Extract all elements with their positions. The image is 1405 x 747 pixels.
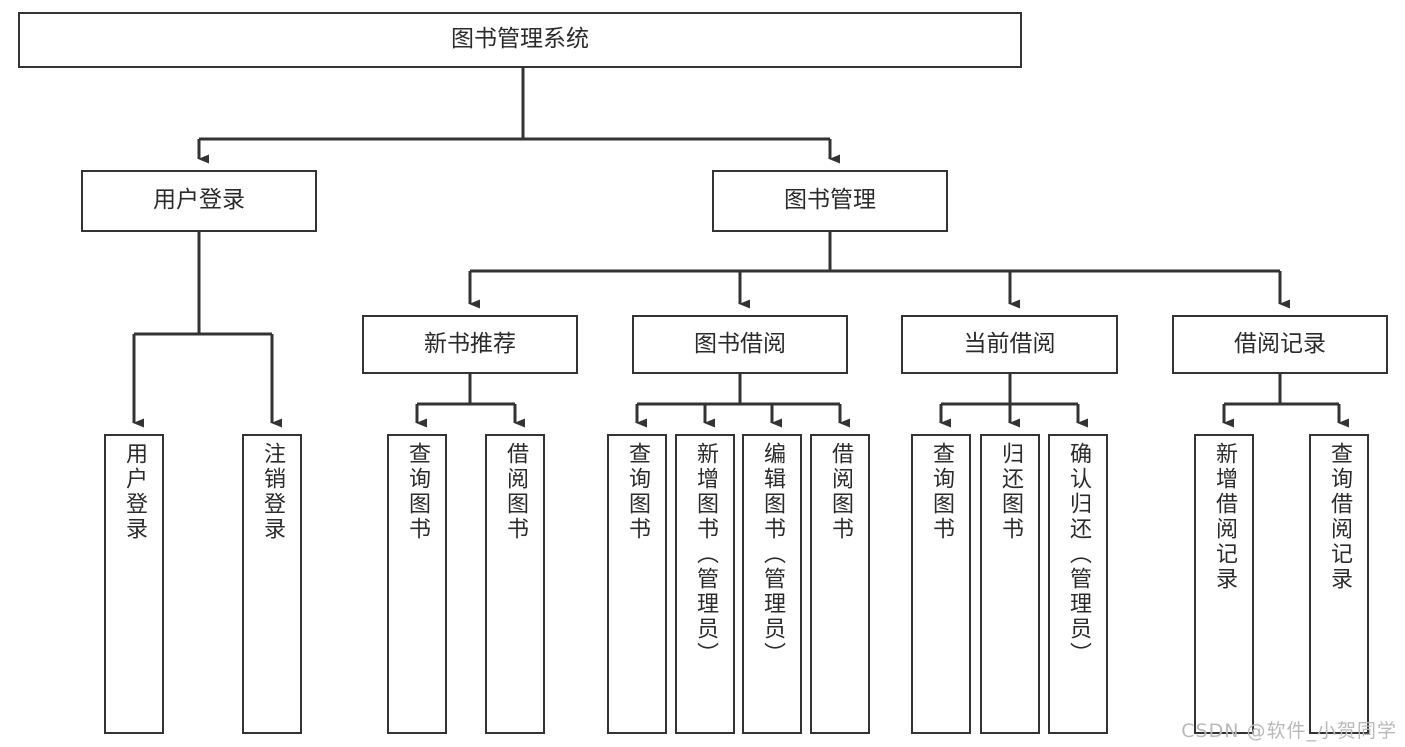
node-label: 注销登录 bbox=[260, 442, 285, 542]
node-label: 借阅记录 bbox=[1234, 330, 1326, 357]
node-label: 借阅图书 bbox=[828, 442, 853, 542]
csdn-watermark: CSDN @软件_小贺同学 bbox=[1181, 720, 1397, 742]
node-label: 当前借阅 bbox=[963, 330, 1056, 357]
node-label: 图书管理系统 bbox=[451, 26, 589, 53]
node-label: 用户登录 bbox=[122, 442, 147, 542]
node-leaf-borrow-book-2[interactable]: 借阅图书 bbox=[810, 434, 870, 734]
node-label: 图书管理 bbox=[784, 187, 876, 214]
node-leaf-confirm-return[interactable]: 确认归还（管理员） bbox=[1048, 434, 1108, 734]
node-book-borrow[interactable]: 图书借阅 bbox=[632, 315, 848, 374]
node-leaf-add-record[interactable]: 新增借阅记录 bbox=[1194, 434, 1254, 734]
node-label: 借阅图书 bbox=[503, 442, 528, 542]
node-root-system[interactable]: 图书管理系统 bbox=[18, 12, 1022, 68]
node-leaf-query-book-2[interactable]: 查询图书 bbox=[607, 434, 667, 734]
node-label: 图书借阅 bbox=[694, 330, 786, 357]
node-book-manage[interactable]: 图书管理 bbox=[712, 170, 948, 232]
node-leaf-query-book-3[interactable]: 查询图书 bbox=[911, 434, 971, 734]
node-user-login[interactable]: 用户登录 bbox=[81, 170, 317, 232]
node-leaf-logout[interactable]: 注销登录 bbox=[242, 434, 302, 734]
node-label: 新增借阅记录 bbox=[1212, 442, 1237, 592]
node-label: 编辑图书（管理员） bbox=[760, 442, 785, 667]
node-label: 查询图书 bbox=[625, 442, 650, 542]
node-borrow-record[interactable]: 借阅记录 bbox=[1172, 315, 1388, 374]
node-label: 查询图书 bbox=[929, 442, 954, 542]
node-label: 查询借阅记录 bbox=[1327, 442, 1352, 592]
node-leaf-user-login[interactable]: 用户登录 bbox=[104, 434, 164, 734]
node-label: 归还图书 bbox=[998, 442, 1023, 542]
node-label: 新增图书（管理员） bbox=[693, 442, 718, 667]
node-leaf-return-book[interactable]: 归还图书 bbox=[980, 434, 1040, 734]
node-label: 新书推荐 bbox=[424, 330, 516, 357]
node-label: 用户登录 bbox=[153, 187, 245, 214]
node-leaf-borrow-book-1[interactable]: 借阅图书 bbox=[485, 434, 545, 734]
node-leaf-add-book[interactable]: 新增图书（管理员） bbox=[675, 434, 735, 734]
node-new-book-recommend[interactable]: 新书推荐 bbox=[362, 315, 578, 374]
node-label: 确认归还（管理员） bbox=[1066, 442, 1091, 667]
node-leaf-edit-book[interactable]: 编辑图书（管理员） bbox=[742, 434, 802, 734]
node-label: 查询图书 bbox=[405, 442, 430, 542]
node-leaf-query-book-1[interactable]: 查询图书 bbox=[387, 434, 447, 734]
node-leaf-query-record[interactable]: 查询借阅记录 bbox=[1309, 434, 1369, 734]
node-current-borrow[interactable]: 当前借阅 bbox=[901, 315, 1118, 374]
